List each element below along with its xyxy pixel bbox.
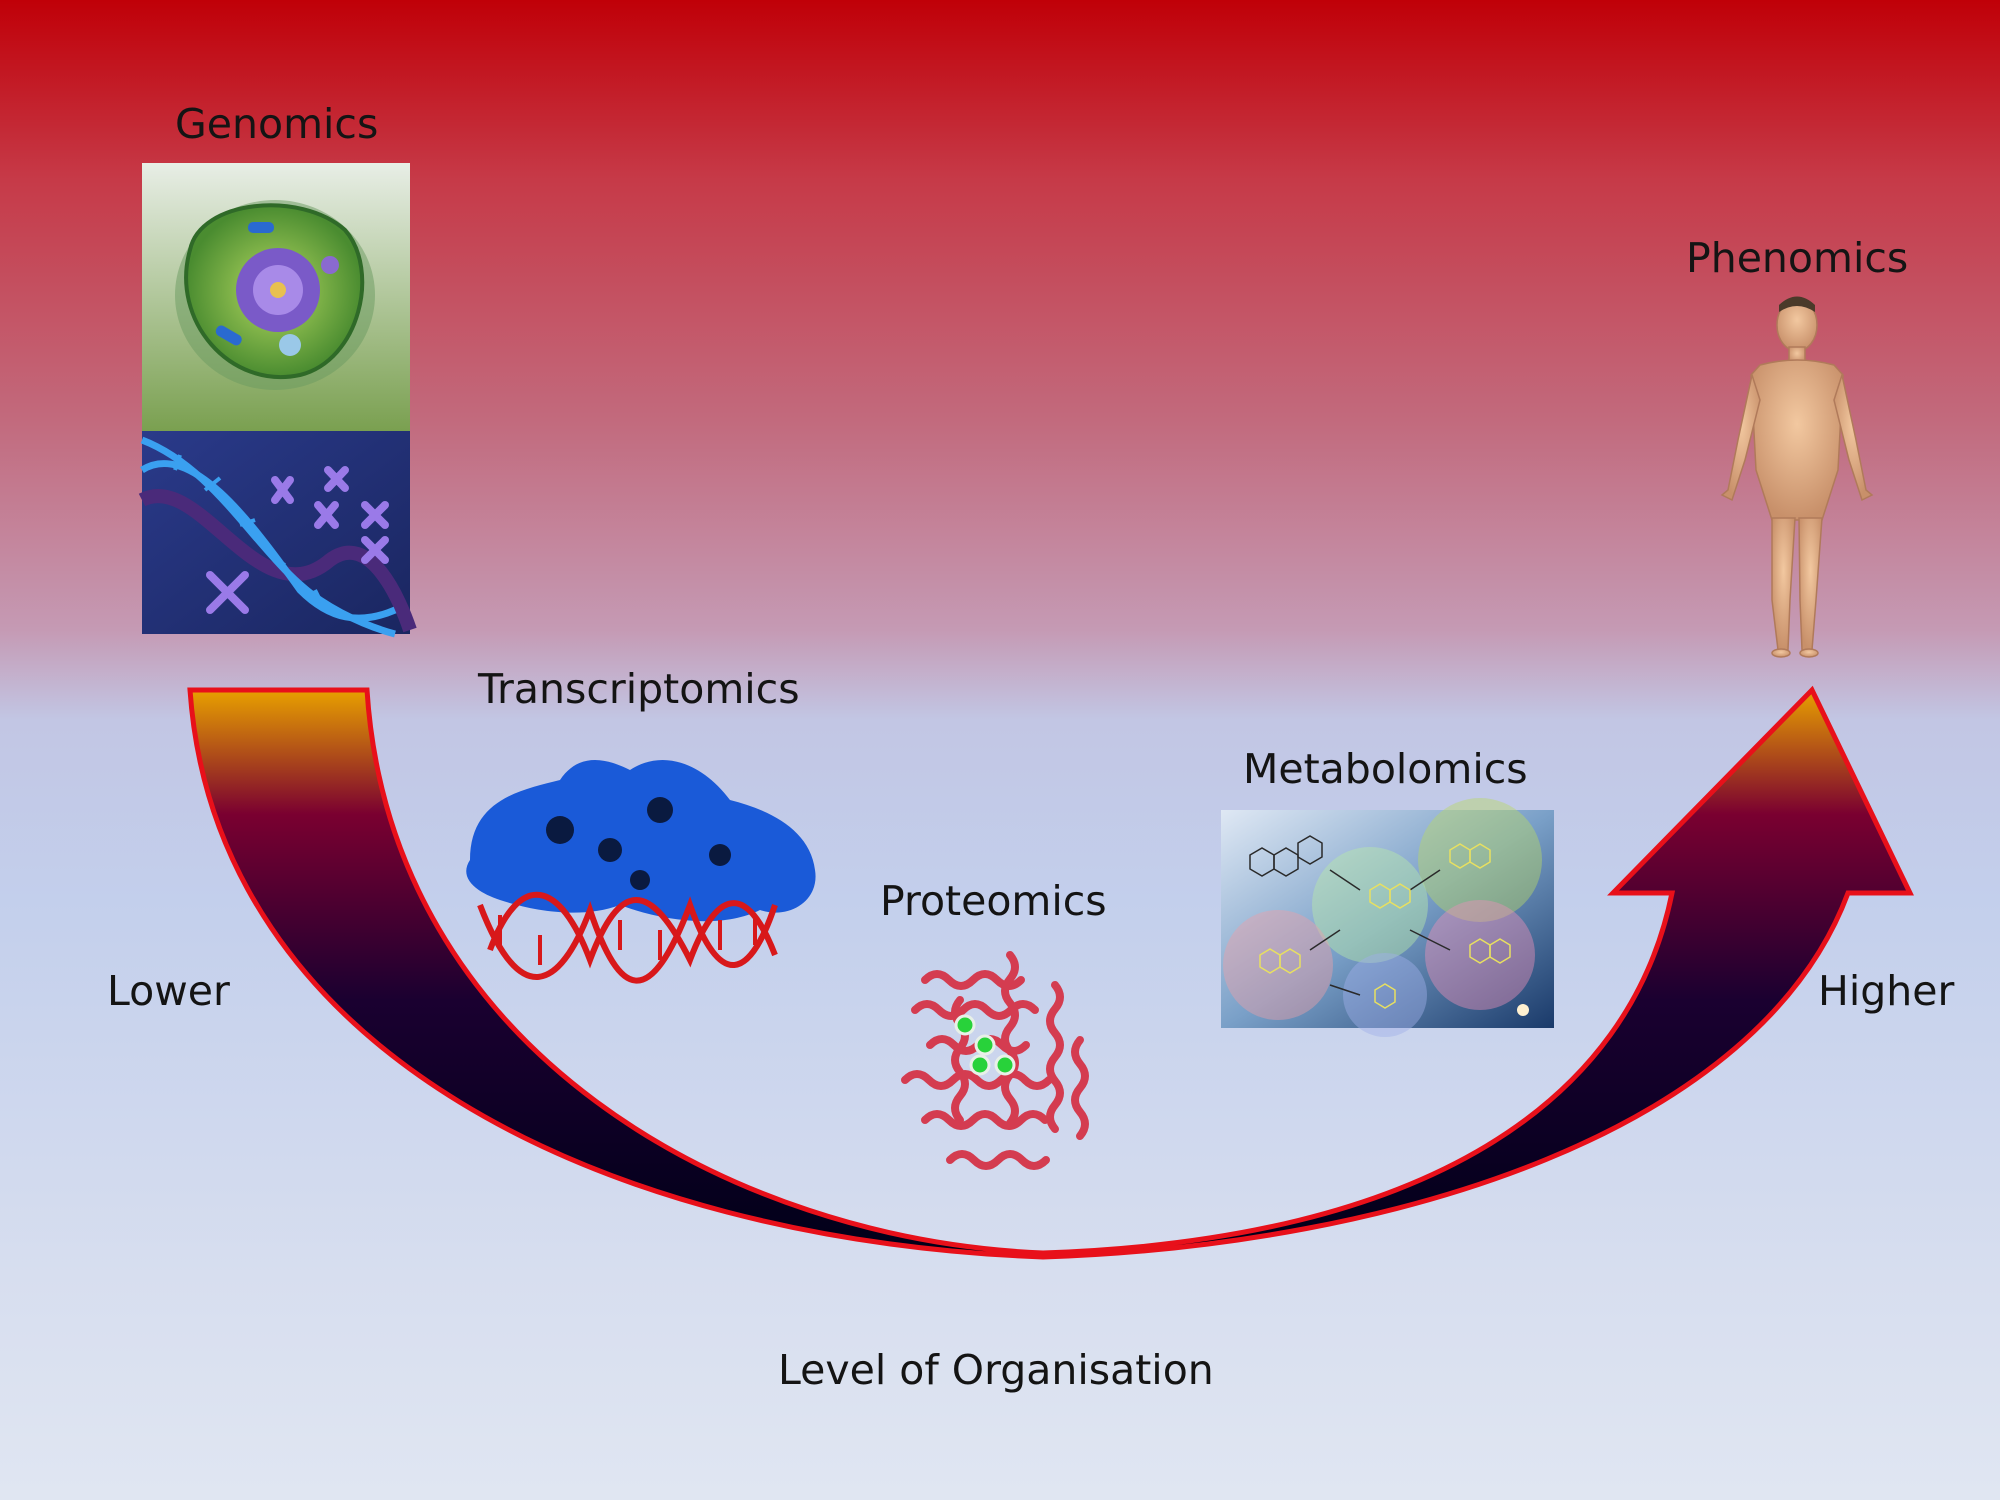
stage-label-transcriptomics: Transcriptomics [478,665,800,713]
scale-high-label: Higher [1818,967,1955,1015]
human-body-figure [1720,296,1874,658]
alpha-helix-protein [901,951,1089,1170]
protein-dna-complex [466,760,816,984]
cell-illustration [142,163,410,431]
stage-label-metabolomics: Metabolomics [1243,745,1528,793]
axis-label: Level of Organisation [778,1346,1214,1394]
organisation-arrow [187,685,1914,1260]
stage-label-genomics: Genomics [175,100,379,148]
dna-chromosome-illustration [138,431,417,638]
scale-low-label: Lower [107,967,230,1015]
stage-label-phenomics: Phenomics [1686,234,1909,282]
steroid-metabolite-network [1221,798,1554,1037]
stage-label-proteomics: Proteomics [880,877,1107,925]
